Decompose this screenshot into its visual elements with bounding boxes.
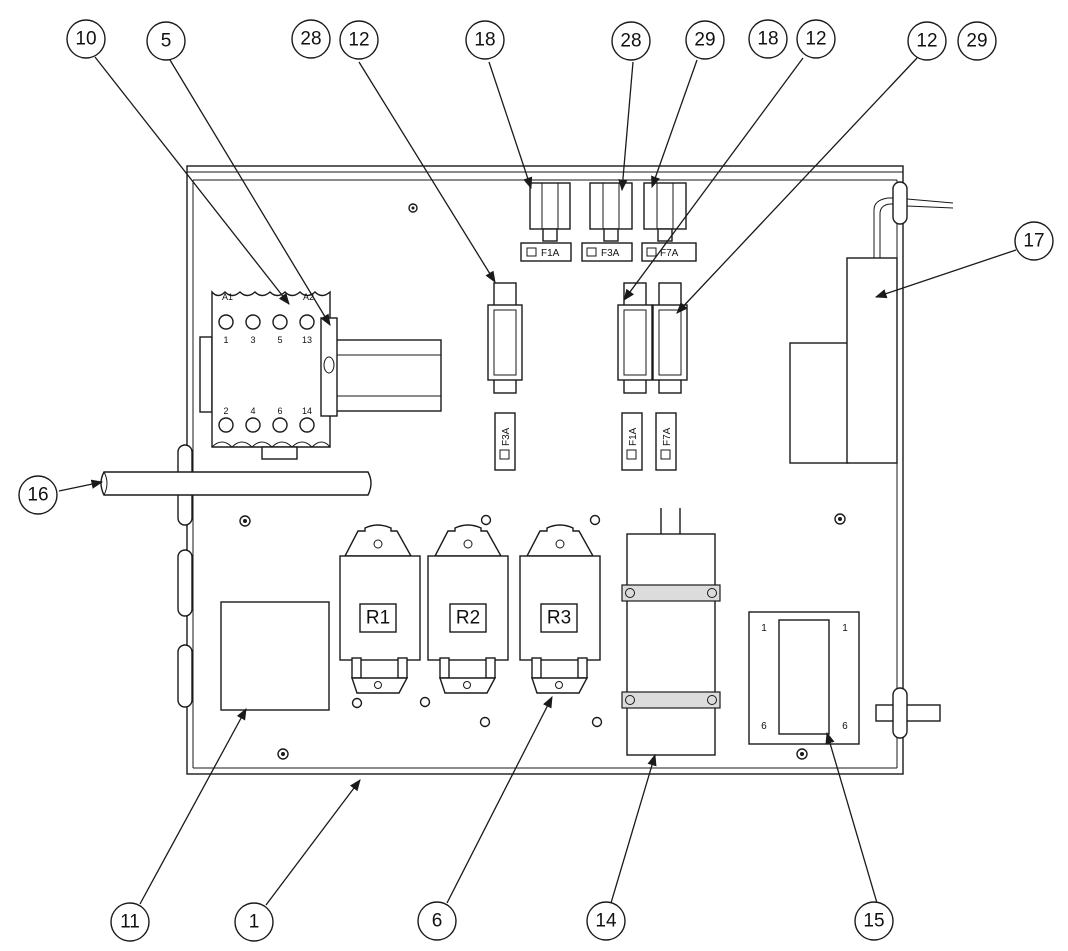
fuse-holder-top-2: F3A — [581, 182, 633, 262]
contactor-top-terminals: 1 3 5 13 — [218, 314, 315, 345]
terminal-block-label-bottom-left: 9 — [761, 719, 767, 730]
svg-text:28: 28 — [620, 31, 641, 52]
relay-r3: R3 — [519, 524, 601, 694]
terminal-label-1: 1 — [223, 335, 228, 345]
terminal-label-2: 2 — [223, 406, 228, 416]
callout-16: 16 — [18, 475, 58, 515]
contactor-coil-a1: A1 — [222, 292, 233, 302]
relay-label-r1: R1 — [366, 608, 390, 629]
terminal-block-label-bottom-right: 9 — [842, 719, 848, 730]
svg-text:29: 29 — [694, 30, 715, 51]
terminal-label-6: 6 — [277, 406, 282, 416]
svg-text:17: 17 — [1023, 231, 1044, 252]
svg-text:10: 10 — [75, 29, 96, 50]
fuse-label-f1a-top: F1A — [541, 248, 560, 259]
callout-28-left: 28 — [291, 19, 331, 59]
callout-11: 11 — [110, 902, 150, 942]
fuse-holder-top-3: F7A — [641, 182, 697, 262]
callout-18-right: 18 — [748, 19, 788, 59]
leader-lines — [58, 56, 1017, 906]
cable-16 — [100, 471, 372, 496]
contactor-coil-a2: A2 — [303, 292, 314, 302]
terminal-block-15: 1 1 9 9 — [748, 611, 860, 745]
terminal-block-label-top-left: 1 — [761, 623, 767, 634]
callout-10: 10 — [66, 19, 106, 59]
relay-label-r3: R3 — [547, 608, 571, 629]
callout-1: 1 — [234, 902, 274, 942]
right-edge-bushing — [875, 687, 941, 739]
svg-text:5: 5 — [161, 31, 172, 52]
contactor: A1 A2 1 3 5 13 2 4 6 14 — [199, 290, 338, 460]
svg-text:1: 1 — [249, 912, 260, 933]
fuse-label-f7a-vertical: F7A — [662, 427, 673, 446]
enclosure-box-11 — [220, 601, 330, 711]
contactor-bottom-terminals: 2 4 6 14 — [218, 406, 315, 433]
component-14 — [621, 508, 721, 756]
svg-text:29: 29 — [966, 31, 987, 52]
mounting-holes — [239, 203, 846, 760]
svg-text:12: 12 — [916, 31, 937, 52]
callout-6: 6 — [417, 901, 457, 941]
relay-label-r2: R2 — [456, 608, 480, 629]
fuse-label-f7a-top: F7A — [660, 248, 679, 259]
terminal-label-14: 14 — [302, 406, 312, 416]
terminal-block-label-top-right: 1 — [842, 623, 848, 634]
terminal-label-13: 13 — [302, 335, 312, 345]
callout-12-left: 12 — [339, 20, 379, 60]
terminal-label-5: 5 — [277, 335, 282, 345]
svg-text:15: 15 — [863, 911, 884, 932]
svg-text:6: 6 — [432, 911, 443, 932]
fuse-holder-top-1: F1A — [520, 182, 572, 262]
relay-r1: R1 — [339, 524, 421, 694]
fuse-label-f3a-vertical: F3A — [501, 427, 512, 446]
callout-14: 14 — [586, 901, 626, 941]
callout-29-left: 29 — [685, 20, 725, 60]
callout-17: 17 — [1014, 221, 1054, 261]
terminal-label-4: 4 — [250, 406, 255, 416]
fuse-holder-vertical-f3a: F3A — [487, 282, 523, 471]
callout-29-right: 29 — [957, 21, 997, 61]
callout-12-right: 12 — [907, 21, 947, 61]
svg-text:28: 28 — [300, 29, 321, 50]
relay-r2: R2 — [427, 524, 509, 694]
callout-28-right: 28 — [611, 21, 651, 61]
fuse-label-f1a-vertical: F1A — [628, 427, 639, 446]
callout-12-middle: 12 — [796, 19, 836, 59]
fuse-holder-vertical-f7a: F7A — [652, 282, 688, 471]
callout-5: 5 — [146, 21, 186, 61]
din-rail — [326, 339, 442, 412]
callout-15: 15 — [854, 901, 894, 941]
terminal-label-3: 3 — [250, 335, 255, 345]
svg-text:18: 18 — [757, 29, 778, 50]
svg-text:16: 16 — [27, 485, 48, 506]
transformer-17 — [789, 181, 954, 464]
svg-text:12: 12 — [348, 30, 369, 51]
fuse-label-f3a-top: F3A — [601, 248, 620, 259]
callout-bubbles: 10 5 28 12 18 28 29 18 — [18, 19, 1054, 942]
svg-text:18: 18 — [474, 30, 495, 51]
fuse-holder-vertical-f1a: F1A — [617, 282, 653, 471]
callout-18-left: 18 — [465, 20, 505, 60]
svg-text:12: 12 — [805, 29, 826, 50]
svg-text:14: 14 — [595, 911, 617, 932]
svg-text:11: 11 — [120, 912, 140, 933]
